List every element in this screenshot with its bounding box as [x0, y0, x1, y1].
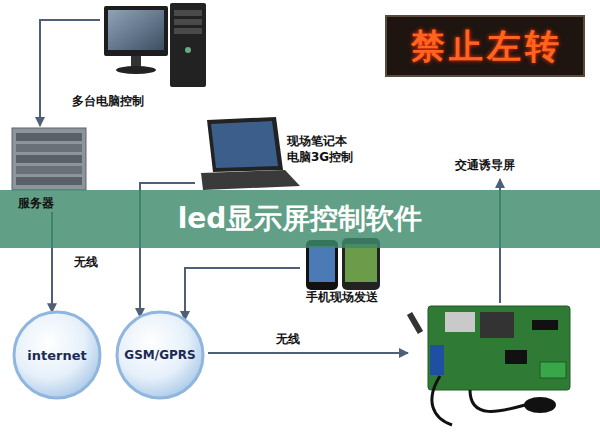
node-text: led显示屏控制软件 — [178, 200, 423, 238]
cable — [432, 376, 452, 425]
terminal-block — [540, 362, 566, 378]
edge-label-anchor: 无线 — [72, 254, 100, 271]
server-node: 服务器 — [8, 126, 92, 212]
server-body — [12, 128, 86, 190]
node-text: 禁止左转 — [407, 17, 563, 75]
node-text: 多台电脑控制 — [72, 93, 144, 110]
title-band: led显示屏控制软件 — [0, 190, 600, 248]
server-slot — [16, 144, 82, 152]
wireless-arrow — [208, 352, 408, 354]
phone-screen — [345, 244, 377, 282]
pcb — [428, 306, 570, 390]
laptop — [201, 117, 300, 190]
label-anchor: 无线 — [276, 331, 300, 348]
power-button — [185, 47, 191, 53]
circle-shape — [117, 312, 203, 398]
drive-bay — [174, 19, 202, 25]
node-caption: 交通诱导屏 — [455, 157, 515, 174]
pc-tower — [170, 3, 206, 87]
monitor-screen — [108, 10, 164, 50]
node-text: internet — [27, 348, 86, 363]
gsm-module — [480, 312, 514, 338]
chip — [505, 350, 527, 364]
server-rack — [12, 128, 86, 190]
edge-label: 无线 — [72, 254, 100, 271]
laptop-node: 现场笔记本 电脑3G控制 — [195, 115, 375, 190]
server-slot — [16, 155, 82, 163]
phone-screen — [309, 246, 335, 282]
controller-board — [407, 306, 570, 425]
antenna-stub — [407, 312, 423, 334]
antenna-cable — [470, 390, 525, 412]
led-sign: 禁止左转交通诱导屏 — [385, 15, 585, 77]
phone-node: 手机现场发送 — [300, 236, 384, 306]
laptop-screen — [211, 121, 278, 168]
node-text: 现场笔记本 电脑3G控制 — [287, 133, 363, 165]
serial-port — [430, 345, 444, 375]
server-slot — [16, 177, 82, 185]
server-slot — [16, 133, 82, 141]
monitor-bezel — [104, 6, 168, 56]
node-text: GSM/GPRS — [124, 348, 195, 362]
computer-node: 多台电脑控制 — [100, 2, 210, 110]
laptop-base — [201, 170, 300, 190]
desktop-computer — [104, 3, 206, 87]
drive-bay — [174, 10, 202, 16]
connector — [185, 268, 300, 320]
network-circle: GSM/GPRS — [115, 310, 205, 400]
circle-shape — [14, 312, 100, 398]
drive-bay — [174, 28, 202, 34]
network-circle: internet — [12, 310, 102, 400]
connector — [40, 20, 100, 126]
laptop-lid — [207, 117, 283, 172]
server-slot — [16, 166, 82, 174]
node-text: 手机现场发送 — [306, 289, 378, 306]
monitor-base — [116, 66, 156, 74]
antenna-puck — [524, 397, 556, 413]
arrow-label: 无线 — [276, 331, 300, 348]
chip — [532, 320, 558, 330]
sim-slot — [445, 312, 475, 332]
node-text: 服务器 — [18, 195, 54, 212]
